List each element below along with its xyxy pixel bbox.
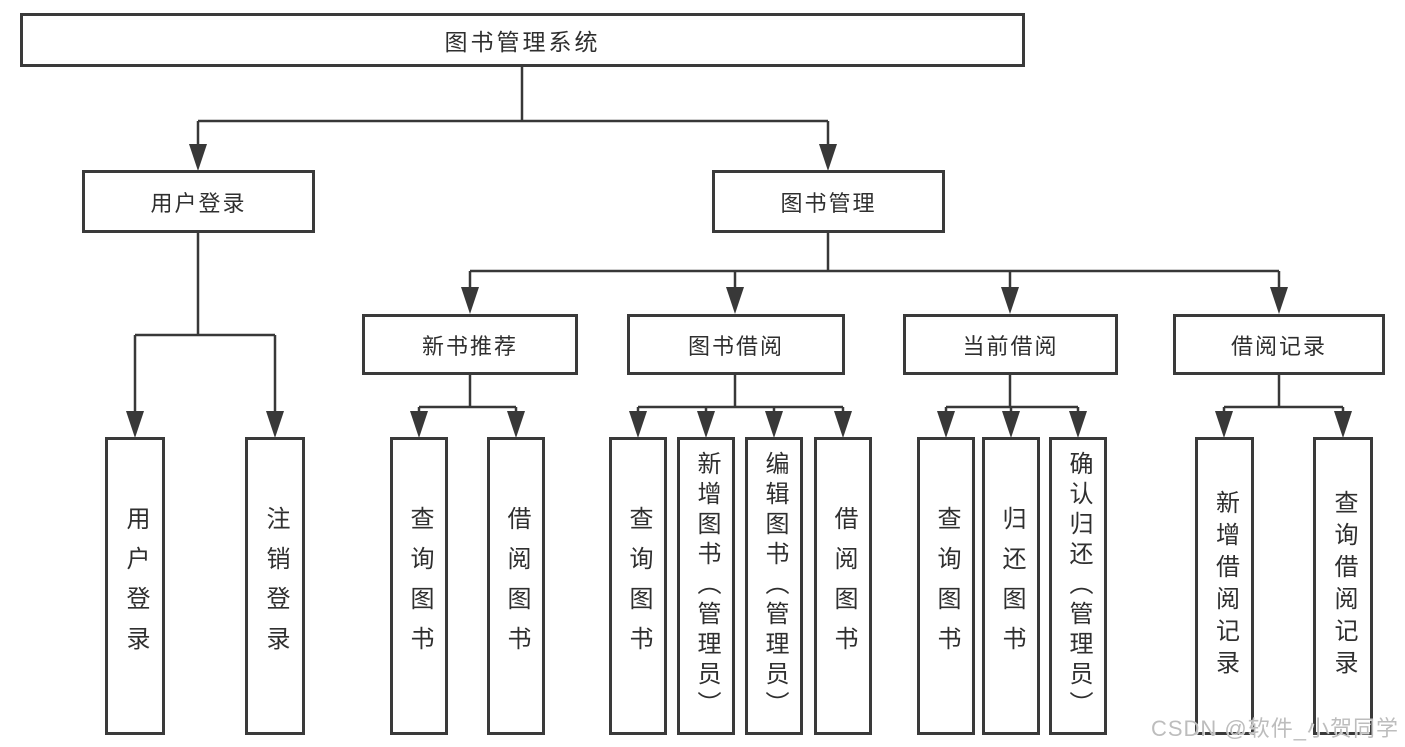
leaf-add-borrow-record: 新增借阅记录	[1195, 437, 1254, 735]
leaf-label: 用户登录	[122, 506, 149, 666]
node-borrowing-records: 借阅记录	[1173, 314, 1385, 375]
leaf-borrow-books-1: 借阅图书	[487, 437, 545, 735]
leaf-logout: 注销登录	[245, 437, 305, 735]
leaf-edit-books-admin: 编辑图书（管理员）	[745, 437, 803, 735]
leaf-label: 查询图书	[406, 506, 433, 666]
leaf-label: 借阅图书	[503, 506, 530, 666]
node-current-borrowing: 当前借阅	[903, 314, 1118, 375]
leaf-label: 查询图书	[933, 506, 960, 666]
leaf-query-borrow-record: 查询借阅记录	[1313, 437, 1373, 735]
leaf-query-books-1: 查询图书	[390, 437, 448, 735]
node-label: 图书管理	[780, 190, 877, 216]
node-book-management-system: 图书管理系统	[20, 13, 1025, 67]
node-book-borrowing: 图书借阅	[627, 314, 845, 375]
leaf-label: 查询借阅记录	[1330, 490, 1357, 682]
leaf-user-login: 用户登录	[105, 437, 165, 735]
leaf-return-books: 归还图书	[982, 437, 1040, 735]
leaf-label: 归还图书	[998, 506, 1025, 666]
node-book-management: 图书管理	[712, 170, 945, 233]
leaf-label: 借阅图书	[830, 506, 857, 666]
node-label: 新书推荐	[421, 333, 518, 359]
node-new-book-recommendation: 新书推荐	[362, 314, 578, 375]
leaf-add-books-admin: 新增图书（管理员）	[677, 437, 735, 735]
node-label: 借阅记录	[1230, 333, 1327, 359]
leaf-query-books-2: 查询图书	[609, 437, 667, 735]
node-label: 图书管理系统	[444, 29, 601, 55]
csdn-watermark: CSDN @软件_小贺同学	[1150, 716, 1399, 741]
leaf-label: 查询图书	[625, 506, 652, 666]
node-label: 图书借阅	[687, 333, 784, 359]
node-label: 用户登录	[150, 190, 247, 216]
leaf-query-books-3: 查询图书	[917, 437, 975, 735]
leaf-label: 编辑图书（管理员）	[761, 451, 788, 721]
leaf-label: 确认归还（管理员）	[1065, 451, 1092, 721]
leaf-confirm-return-admin: 确认归还（管理员）	[1049, 437, 1107, 735]
leaf-borrow-books-2: 借阅图书	[814, 437, 872, 735]
leaf-label: 注销登录	[262, 506, 289, 666]
leaf-label: 新增借阅记录	[1211, 490, 1239, 682]
node-label: 当前借阅	[962, 333, 1059, 359]
leaf-label: 新增图书（管理员）	[693, 451, 720, 721]
node-user-login: 用户登录	[82, 170, 315, 233]
